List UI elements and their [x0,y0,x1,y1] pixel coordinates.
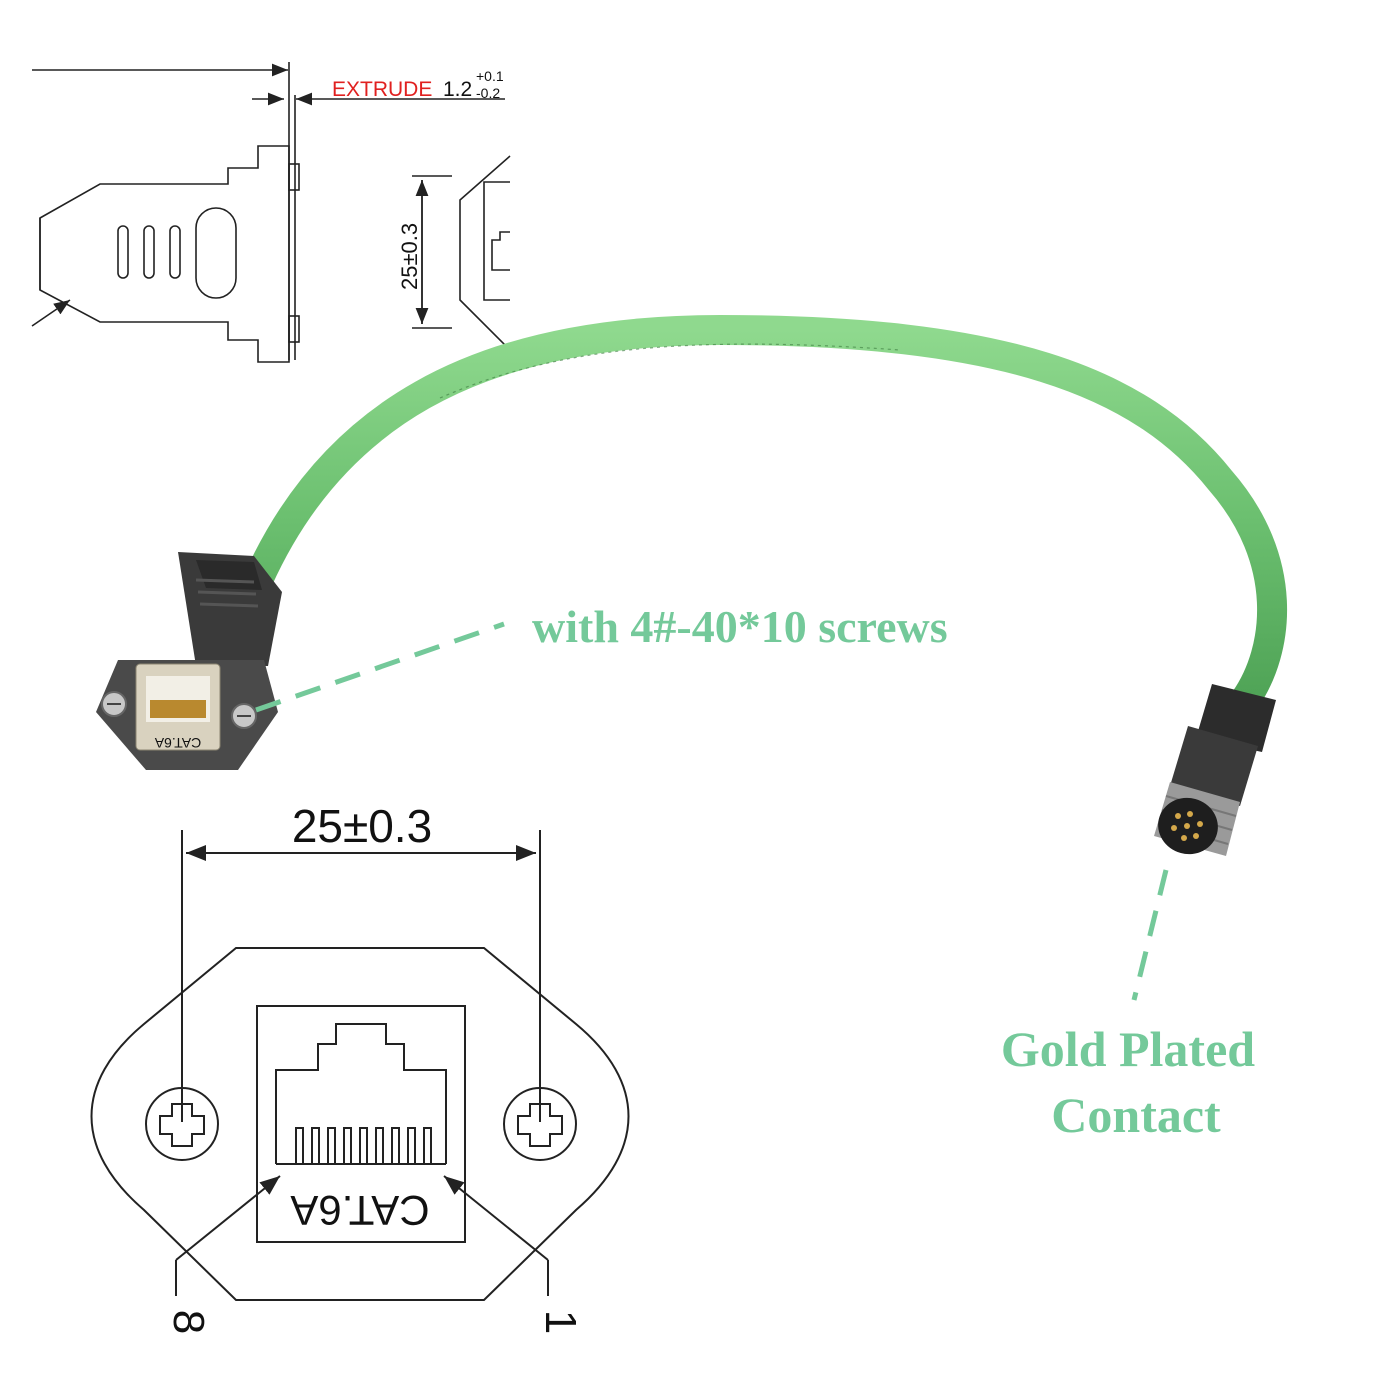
gold-contact-callout-line2: Contact [1051,1087,1221,1143]
extrude-tol-plus: +0.1 [476,68,504,84]
m12-connector [1154,684,1276,856]
green-cable [243,314,1288,715]
side-profile-drawing [31,62,505,363]
end-view-dimension: 25±0.3 [397,223,422,290]
end-view-drawing [412,155,511,351]
extrude-tol-minus: -0.2 [476,85,500,101]
extrude-dimension: EXTRUDE 1.2 +0.1 -0.2 [332,68,504,101]
front-view-drawing [90,830,630,1301]
rj45-panel-jack: CAT.6A [96,552,282,770]
extrude-value: 1.2 [443,78,472,101]
extrude-label: EXTRUDE [332,78,432,101]
screws-leader [255,621,505,713]
front-width-dimension: 25±0.3 [292,800,432,852]
gold-contact-callout-line1: Gold Plated [1001,1021,1255,1077]
pin-8-label: 8 [164,1310,213,1334]
pin-1-label: 1 [536,1310,585,1334]
gold-contact-leader [1131,869,1169,1001]
product-illustration: CAT.6A [96,314,1288,856]
front-jack-label: CAT.6A [290,1187,429,1234]
jack-print-label: CAT.6A [154,735,201,751]
screws-callout: with 4#-40*10 screws [532,601,948,652]
